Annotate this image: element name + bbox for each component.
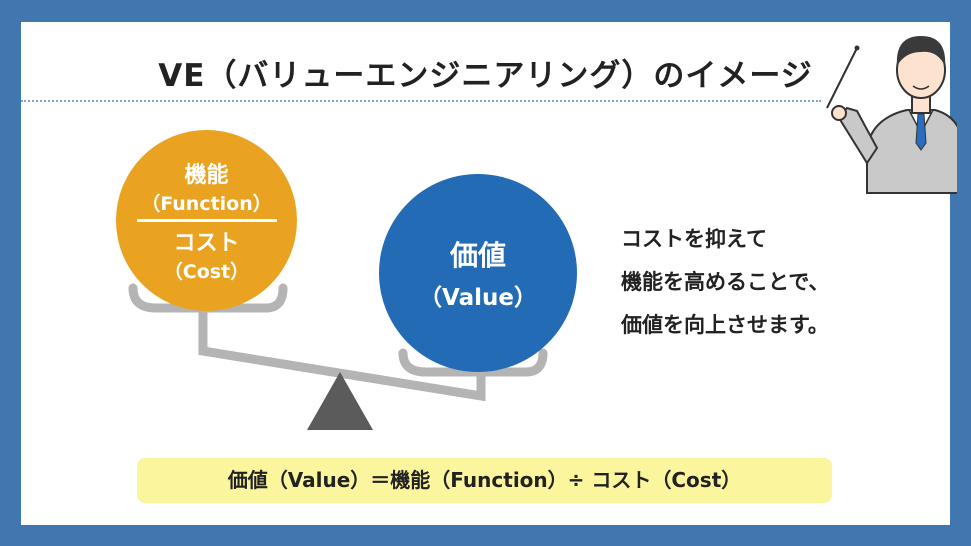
fulcrum-triangle — [307, 372, 373, 430]
function-label: 機能 — [184, 163, 229, 188]
message: コストを抑えて 機能を高めることで、 価値を向上させます。 — [621, 218, 830, 347]
cost-sub: （Cost） — [163, 261, 250, 283]
beam — [198, 310, 486, 402]
message-line: 価値を向上させます。 — [621, 313, 829, 337]
presenter-illustration — [826, 36, 957, 194]
function-cost-circle: 機能 （Function） コスト （Cost） — [116, 130, 297, 311]
content-panel: VE（バリューエンジニアリング）のイメージ 機能 （Function） コスト … — [21, 22, 957, 525]
formula-box: 価値（Value）＝機能（Function）÷ コスト（Cost） — [137, 458, 832, 503]
value-sub: （Value） — [419, 285, 537, 311]
fraction-line — [136, 219, 277, 222]
value-circle: 価値 （Value） — [379, 174, 577, 372]
pointer-stick-icon — [826, 47, 858, 109]
right-pan — [398, 348, 548, 377]
value-label: 価値 — [449, 239, 506, 272]
page-title: VE（バリューエンジニアリング）のイメージ — [158, 58, 813, 94]
cost-label: コスト — [173, 231, 240, 256]
message-line: コストを抑えて — [621, 227, 767, 251]
function-sub: （Function） — [141, 193, 272, 215]
message-line: 機能を高めることで、 — [621, 270, 830, 294]
title-divider — [21, 100, 821, 102]
